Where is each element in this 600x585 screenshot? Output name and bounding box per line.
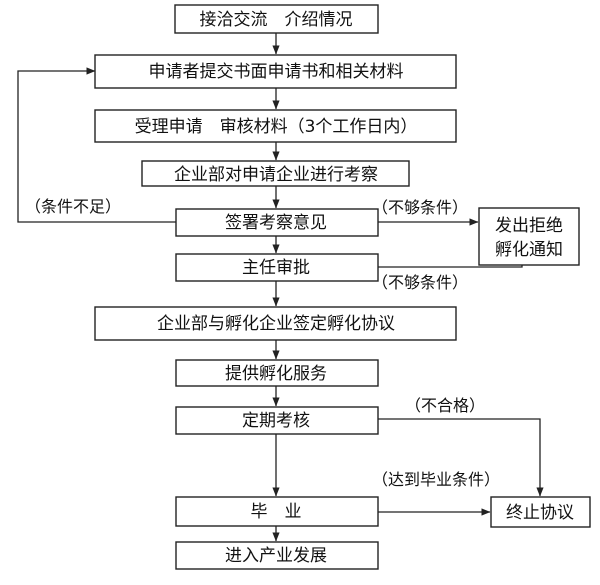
- node-box: [94, 109, 457, 143]
- node-label: 终止协议: [506, 503, 574, 523]
- node-label: 签署考察意见: [225, 213, 327, 233]
- node-label: 申请者提交书面申请书和相关材料: [149, 62, 404, 82]
- node-terminate-agreement: 终止协议: [490, 496, 591, 528]
- node-box: [174, 4, 379, 34]
- node-box: [175, 496, 379, 527]
- node-label: 定期考核: [242, 411, 310, 431]
- edge-feedback-insufficient: [17, 67, 176, 223]
- node-box: [175, 406, 379, 435]
- node-sign-opinion: 签署考察意见: [175, 208, 379, 237]
- node-box: [478, 207, 580, 266]
- node-label: 受理申请 审核材料（3个工作日内）: [135, 117, 418, 137]
- node-label: 主任审批: [242, 258, 310, 278]
- edge-n9-terminate: [378, 418, 544, 497]
- label-not-enough-2: （不够条件）: [372, 273, 468, 292]
- node-box: [94, 306, 457, 341]
- node-graduation: 毕 业: [175, 496, 379, 527]
- node-box: [175, 359, 379, 387]
- node-box: [175, 541, 379, 570]
- node-label: 提供孵化服务: [225, 364, 327, 384]
- node-label: 进入产业发展: [225, 546, 327, 566]
- node-box: [175, 208, 379, 237]
- label-unqualified: （不合格）: [405, 396, 485, 415]
- node-incubation-service: 提供孵化服务: [175, 359, 379, 387]
- node-periodic-review: 定期考核: [175, 406, 379, 435]
- node-box: [141, 160, 410, 187]
- node-label-line2: 孵化通知: [495, 240, 563, 260]
- node-label: 企业部与孵化企业签定孵化协议: [157, 314, 395, 334]
- node-inspection: 企业部对申请企业进行考察: [141, 160, 410, 187]
- node-label-line1: 发出拒绝: [495, 216, 563, 236]
- label-not-enough-1: （不够条件）: [372, 198, 468, 217]
- node-submit-application: 申请者提交书面申请书和相关材料: [94, 54, 457, 89]
- node-director-approval: 主任审批: [175, 253, 379, 282]
- node-box: [175, 253, 379, 282]
- node-box: [490, 496, 591, 528]
- node-label: 毕 业: [251, 502, 302, 522]
- label-graduation-reached: （达到毕业条件）: [372, 470, 500, 489]
- node-reject-notice: 发出拒绝 孵化通知: [478, 207, 580, 266]
- node-industry-development: 进入产业发展: [175, 541, 379, 570]
- node-accept-review: 受理申请 审核材料（3个工作日内）: [94, 109, 457, 143]
- node-label: 企业部对申请企业进行考察: [174, 165, 378, 185]
- node-label: 接洽交流 介绍情况: [200, 10, 353, 30]
- node-box: [94, 54, 457, 89]
- node-contact: 接洽交流 介绍情况: [174, 4, 379, 34]
- label-insufficient: （条件不足）: [25, 197, 121, 216]
- node-sign-agreement: 企业部与孵化企业签定孵化协议: [94, 306, 457, 341]
